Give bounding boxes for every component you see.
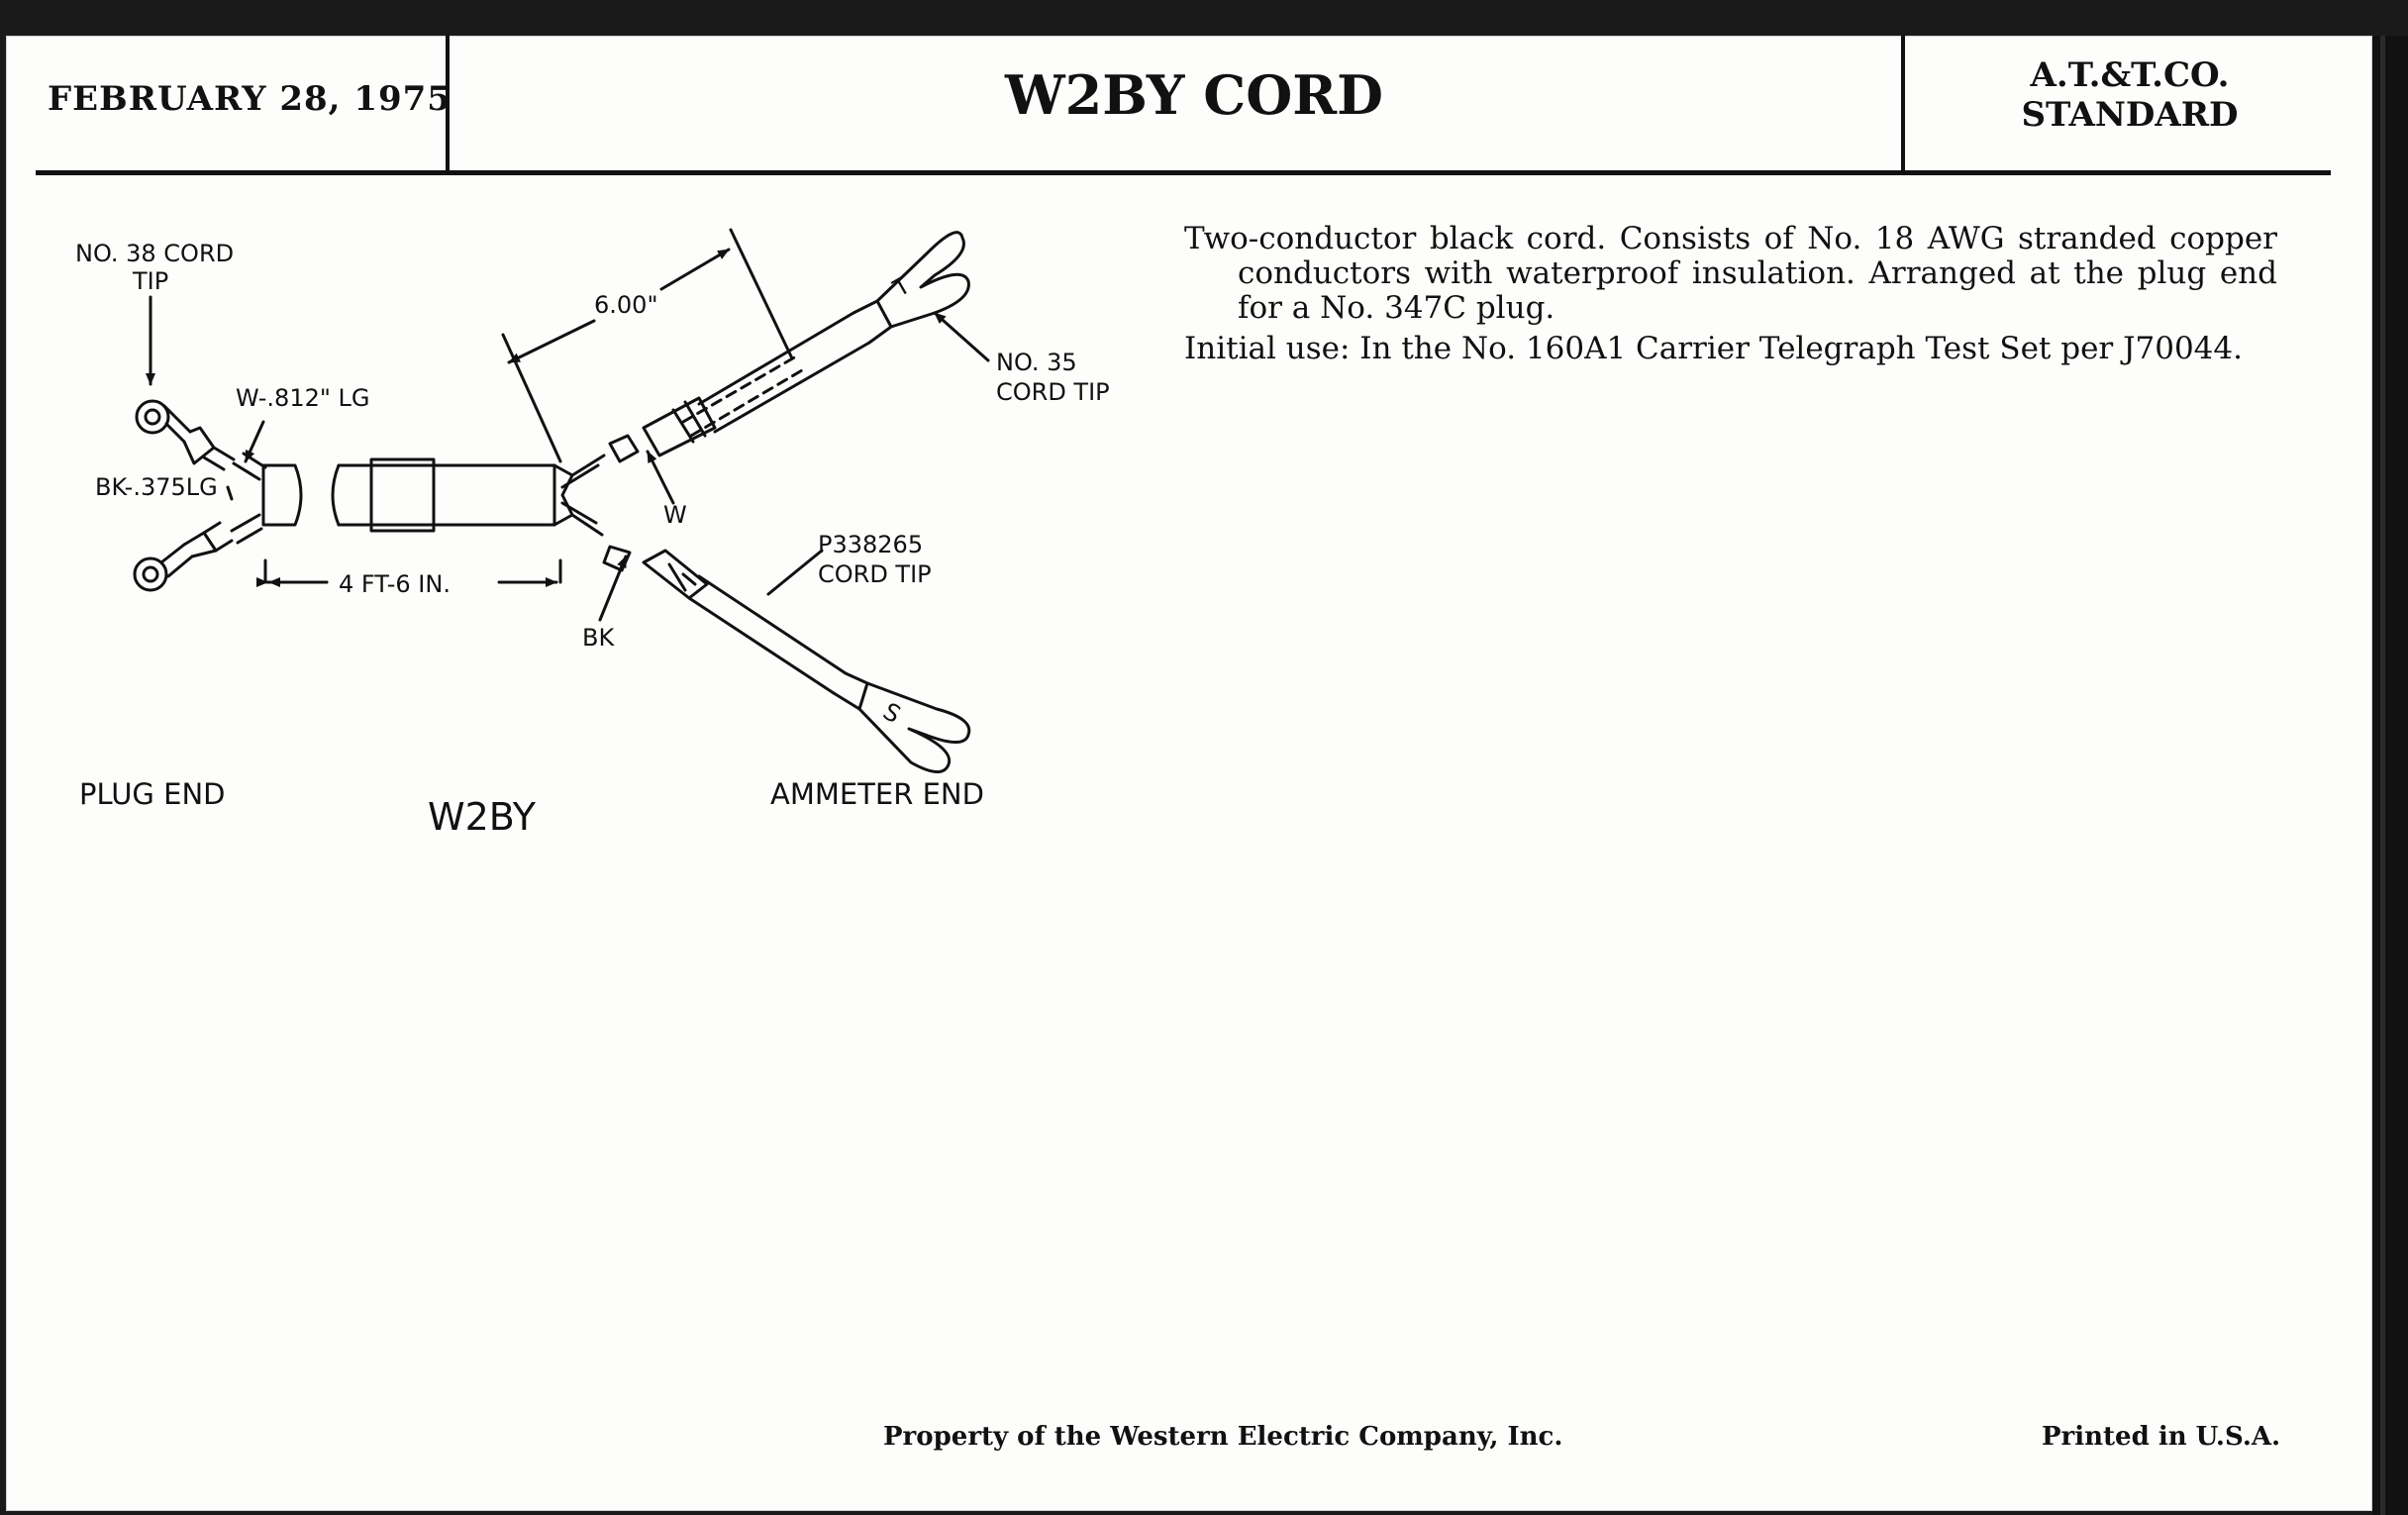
breakout-dim-ext-right [729, 228, 794, 360]
w-hidden-conductor [681, 354, 804, 438]
cord-name-label: W2BY [428, 795, 537, 839]
p338-label-1: P338265 [818, 531, 923, 558]
no35-leader [933, 311, 990, 362]
w-length-leader [244, 420, 265, 463]
conductor-w-plug [232, 452, 267, 481]
s-tip-shank [832, 671, 869, 711]
bk-terminal-stub [602, 545, 632, 572]
header-divider-left [446, 36, 450, 174]
bk-length-leader [226, 485, 234, 501]
cord-length-label: 4 FT-6 IN. [339, 570, 451, 598]
description-para-2: Initial use: In the No. 160A1 Carrier Te… [1184, 331, 2243, 366]
p338-label-2: CORD TIP [818, 560, 932, 588]
conductor-bk-breakout [560, 501, 604, 537]
cord-plug-segment [261, 463, 303, 527]
edge-line [2380, 36, 2385, 1515]
spec-card [6, 36, 2372, 1511]
header-divider-right [1901, 36, 1905, 174]
card-edge-shadow [2372, 36, 2408, 1515]
header-rule [36, 170, 2331, 175]
t-tip-shank [852, 299, 893, 345]
header-band: FEBRUARY 28, 1975 W2BY CORD A.T.&T.CO. S… [36, 36, 2331, 175]
p338-leader [766, 549, 824, 596]
ring-tip-upper [135, 399, 236, 471]
cord-sleeve [369, 457, 436, 533]
bk-length-label: BK-.375LG [95, 473, 218, 501]
conductor-bk-plug [230, 513, 263, 545]
standard-line-1: A.T.&T.CO. [2030, 55, 2230, 95]
w-length-label: W-.812" LG [236, 384, 370, 412]
w-leader [646, 450, 675, 505]
w-conductor-label: W [663, 501, 687, 529]
plug-end-label: PLUG END [79, 777, 225, 811]
header-standard: A.T.&T.CO. STANDARD [1937, 55, 2323, 135]
no35-label-2: CORD TIP [996, 378, 1110, 406]
breakout-crotch [552, 463, 574, 527]
footer-property: Property of the Western Electric Company… [883, 1422, 1563, 1452]
diagram-labels: NO. 38 CORD TIP W-.812" LG BK-.375LG 4 F… [75, 240, 1110, 839]
standard-line-2: STANDARD [2021, 95, 2239, 135]
breakout-dim-arrow-right [659, 248, 731, 291]
no35-label-1: NO. 35 [996, 349, 1077, 376]
ammeter-end-label: AMMETER END [770, 777, 984, 811]
no38-label-2: TIP [132, 267, 168, 295]
bk-branch-sleeve [687, 574, 848, 695]
w-crimp [642, 396, 717, 457]
s-marker: S [878, 697, 905, 729]
cord-diagram: NO. 38 CORD TIP W-.812" LG BK-.375LG 4 F… [75, 228, 1110, 839]
bk-crimp [642, 549, 709, 600]
breakout-dim-ext-left [501, 333, 562, 463]
description-para-1: Two-conductor black cord. Consists of No… [1184, 221, 2277, 326]
breakout-length-label: 6.00" [594, 291, 657, 319]
page-title: W2BY CORD [1005, 63, 1383, 127]
cord-break-left [331, 463, 341, 527]
footer-printed: Printed in U.S.A. [2042, 1422, 2281, 1452]
bk-leader [598, 555, 628, 622]
t-spade-lug [875, 231, 970, 329]
conductor-w-breakout [560, 454, 606, 489]
s-spade-lug [857, 681, 971, 773]
main-cord [369, 463, 556, 527]
bk-conductor-label: BK [582, 624, 615, 652]
no38-label-1: NO. 38 CORD [75, 240, 234, 267]
description: Two-conductor black cord. Consists of No… [1184, 222, 2277, 372]
ring-tip-lower [133, 521, 234, 592]
breakout-dim-arrow-left [507, 319, 596, 364]
w-terminal-stub [608, 434, 640, 463]
header-date: FEBRUARY 28, 1975 [48, 79, 452, 119]
w-branch-sleeve [697, 311, 871, 434]
